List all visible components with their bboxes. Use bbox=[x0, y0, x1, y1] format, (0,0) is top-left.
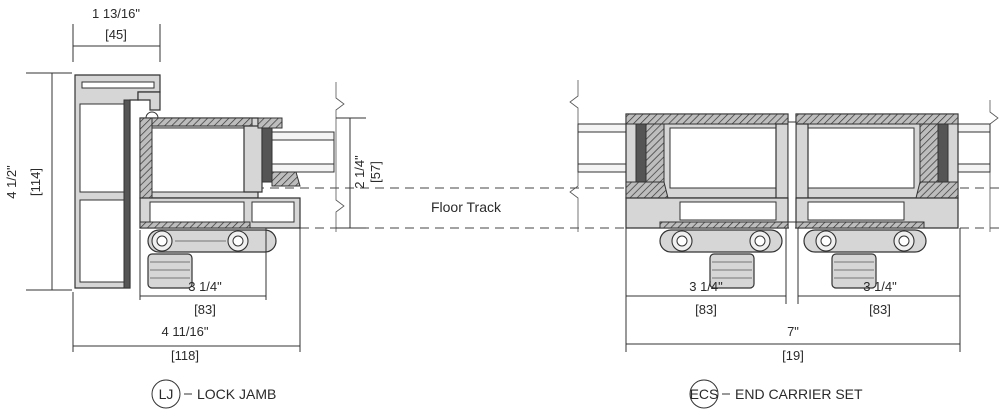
ecs-right-panel-width-imperial: 3 1/4" bbox=[863, 279, 897, 294]
ecs-left-panel bbox=[625, 113, 789, 199]
lj-track-height-metric: [57] bbox=[368, 161, 383, 183]
ecs-break-line-left bbox=[569, 80, 579, 232]
ecs-right-panel-width-metric: [83] bbox=[869, 302, 891, 317]
ecs-right-panel-width-dimension: 3 1/4" [83] bbox=[797, 228, 961, 352]
ecs-carrier-wheels bbox=[659, 229, 927, 289]
ecs-break-line-right bbox=[989, 100, 999, 232]
floor-track-label: Floor Track bbox=[431, 199, 502, 215]
ecs-overall-width-metric: [19] bbox=[782, 348, 804, 363]
lj-top-width-imperial: 1 13/16" bbox=[92, 6, 140, 21]
ecs-right-panel bbox=[795, 113, 959, 199]
lj-panel-width-metric: [83] bbox=[194, 302, 216, 317]
lj-overall-width-dimension: 4 11/16" [118] bbox=[72, 228, 301, 363]
ecs-overall-width-dimension: 7" [19] bbox=[626, 324, 960, 363]
ecs-carrier-tracks bbox=[625, 197, 959, 229]
lj-break-line bbox=[335, 82, 345, 232]
ecs-callout-code: ECS bbox=[690, 386, 719, 402]
lj-callout-code: LJ bbox=[159, 386, 174, 402]
ecs-overall-width-imperial: 7" bbox=[787, 324, 799, 339]
lj-panel-width-imperial: 3 1/4" bbox=[188, 279, 222, 294]
lj-glazing bbox=[257, 117, 335, 187]
ecs-left-panel-width-imperial: 3 1/4" bbox=[689, 279, 723, 294]
lj-track-height-imperial: 2 1/4" bbox=[352, 155, 367, 189]
ecs-left-panel-width-dimension: 3 1/4" [83] bbox=[625, 228, 787, 352]
lj-overall-width-imperial: 4 11/16" bbox=[161, 324, 208, 339]
lj-height-imperial: 4 1/2" bbox=[4, 165, 19, 199]
lock-jamb-section: 1 13/16" [45] 4 1/2" [114] bbox=[4, 6, 383, 409]
ecs-callout-title: END CARRIER SET bbox=[735, 386, 863, 402]
lj-height-metric: [114] bbox=[28, 168, 43, 196]
lj-carrier-wheels bbox=[147, 229, 277, 289]
ecs-callout: ECS END CARRIER SET bbox=[689, 379, 863, 409]
lj-top-width-dimension: 1 13/16" [45] bbox=[72, 6, 161, 62]
lj-overall-width-metric: [118] bbox=[171, 348, 199, 363]
lj-callout-title: LOCK JAMB bbox=[197, 386, 276, 402]
lj-panel-width-dimension: 3 1/4" [83] bbox=[139, 228, 267, 317]
lock-jamb-profile bbox=[74, 74, 161, 289]
lj-panel-frame bbox=[139, 117, 263, 199]
lj-carrier-track bbox=[139, 197, 301, 229]
ecs-left-panel-width-metric: [83] bbox=[695, 302, 717, 317]
lj-callout: LJ LOCK JAMB bbox=[151, 379, 276, 409]
ecs-meeting-gap bbox=[787, 121, 797, 223]
lj-height-dimension: 4 1/2" [114] bbox=[4, 72, 72, 291]
lj-top-width-metric: [45] bbox=[105, 27, 127, 42]
lj-track-height-dimension: 2 1/4" [57] bbox=[336, 117, 383, 229]
end-carrier-set-section: 3 1/4" [83] 3 1/4" [83] 7" [19] ECS END … bbox=[569, 80, 999, 409]
